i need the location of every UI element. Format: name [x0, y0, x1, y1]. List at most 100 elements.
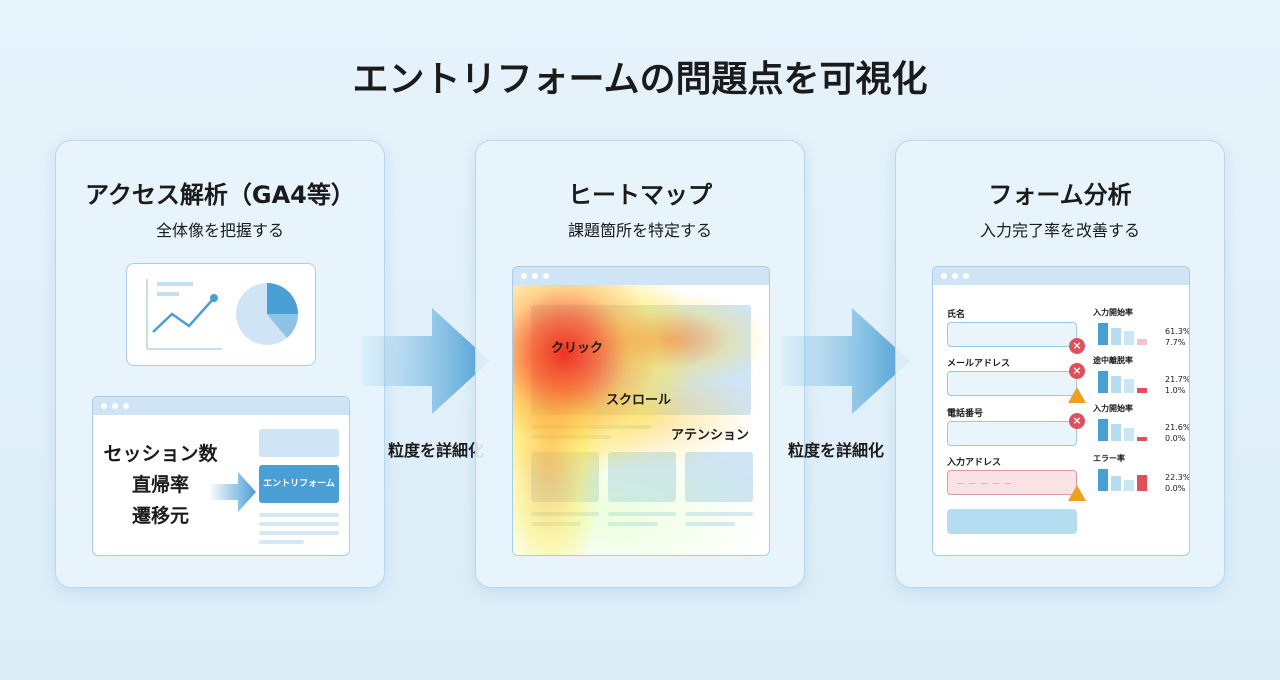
stat-value: 61.3%: [1165, 327, 1190, 336]
stat-value: 22.3%: [1165, 473, 1190, 482]
decoration: 21.7% 1.0%: [1165, 374, 1190, 396]
text-line: [259, 513, 339, 517]
panel-access-analysis: アクセス解析（GA4等） 全体像を把握する セッション数 直帰率 遷移元 エント…: [55, 140, 385, 588]
stat-value: 0.0%: [1165, 434, 1186, 443]
decoration: [521, 273, 527, 279]
line-chart-icon: [146, 279, 299, 350]
placeholder-block: [259, 429, 339, 457]
warning-icon: [1068, 387, 1086, 403]
field-label: メールアドレス: [947, 359, 1011, 369]
stat-mini-chart: [1098, 467, 1158, 491]
arrow-right-icon: [782, 308, 910, 414]
stat-bar: [1137, 388, 1147, 393]
decoration: [952, 273, 958, 279]
stat-bar: [1098, 371, 1108, 393]
heatmap-label-scroll: スクロール: [606, 393, 672, 408]
panel-form-analysis: フォーム分析 入力完了率を改善する 氏名 × メールアドレス × 電話番号 × …: [895, 140, 1225, 588]
decoration: [152, 297, 215, 333]
email-input[interactable]: [947, 371, 1077, 396]
decoration: 61.3% 7.7%: [1165, 326, 1190, 348]
arrow-right-icon: [362, 308, 490, 414]
decoration: [210, 294, 218, 302]
stat-bar: [1111, 376, 1121, 393]
page-title: エントリフォームの問題点を可視化: [352, 59, 928, 100]
decoration: [963, 273, 969, 279]
stat-bar: [1098, 469, 1108, 491]
stat-bar: [1111, 476, 1121, 491]
decoration: [782, 308, 910, 414]
metric-sessions: セッション数: [103, 443, 218, 465]
stat-bar: [1137, 339, 1147, 345]
metric-bounce-rate: 直帰率: [131, 474, 189, 496]
text-line: [259, 531, 339, 535]
stat-bar: [1111, 328, 1121, 345]
form-window: 氏名 × メールアドレス × 電話番号 × 入力アドレス － － － － － 入…: [932, 266, 1190, 556]
stat-label: 途中離脱率: [1093, 356, 1133, 365]
arrow-right-icon: [208, 472, 256, 512]
arrow-label: 粒度を詳細化: [788, 441, 885, 460]
decoration: [112, 403, 118, 409]
warning-icon: [1068, 485, 1086, 501]
decoration: [267, 314, 299, 338]
stat-bar: [1124, 331, 1134, 345]
stat-bar: [1137, 437, 1147, 441]
decoration: [208, 472, 256, 512]
entry-form-button: エントリフォーム: [259, 465, 339, 503]
stat-label: エラー率: [1093, 454, 1125, 463]
field-label: 入力アドレス: [947, 458, 1002, 468]
decoration: [941, 273, 947, 279]
decoration: 21.6% 0.0%: [1165, 422, 1190, 444]
text-line: [259, 522, 339, 526]
window-titlebar: [513, 267, 769, 285]
stat-value: 1.0%: [1165, 386, 1186, 395]
stat-bar: [1124, 428, 1134, 441]
stat-bar: [1111, 424, 1121, 441]
decoration: [532, 273, 538, 279]
panel-subtitle: 課題箇所を特定する: [567, 221, 712, 240]
stat-bar: [1137, 475, 1147, 491]
stat-mini-chart: [1098, 321, 1158, 345]
heatmap-overlay: [513, 285, 769, 555]
field-label: 電話番号: [947, 409, 984, 419]
panel-subtitle: 入力完了率を改善する: [979, 221, 1140, 240]
stat-bar: [1124, 379, 1134, 393]
window-titlebar: [933, 267, 1189, 285]
heatmap-label-attention: アテンション: [671, 428, 750, 443]
decoration: [101, 403, 107, 409]
panel-subtitle: 全体像を把握する: [155, 221, 284, 240]
arrow-label: 粒度を詳細化: [388, 441, 485, 460]
stat-value: 21.7%: [1165, 375, 1190, 384]
stat-bar: [1098, 323, 1108, 345]
decoration: [157, 292, 179, 296]
field-label: 氏名: [947, 310, 966, 320]
stat-mini-chart: [1098, 417, 1158, 441]
stat-value: 7.7%: [1165, 338, 1186, 347]
panel-heatmap: ヒートマップ 課題箇所を特定する クリック スクロール アテンション: [475, 140, 805, 588]
panel-heading: フォーム分析: [988, 181, 1132, 209]
stat-label: 入力開始率: [1093, 308, 1133, 317]
text-line: [259, 540, 304, 544]
stat-bar: [1098, 419, 1108, 441]
panel-heading: アクセス解析（GA4等）: [85, 181, 355, 209]
phone-input[interactable]: [947, 421, 1077, 446]
decoration: [362, 308, 490, 414]
stat-value: 21.6%: [1165, 423, 1190, 432]
decoration: [123, 403, 129, 409]
stat-mini-chart: [1098, 369, 1158, 393]
browser-window: セッション数 直帰率 遷移元 エントリフォーム: [92, 396, 350, 556]
heatmap-label-click: クリック: [551, 341, 604, 356]
stat-value: 0.0%: [1165, 484, 1186, 493]
decoration: セッション数 直帰率 遷移元: [103, 439, 218, 532]
submit-button[interactable]: [947, 509, 1077, 534]
error-icon: ×: [1069, 338, 1085, 354]
error-icon: ×: [1069, 413, 1085, 429]
name-input[interactable]: [947, 322, 1077, 347]
panel-heading: ヒートマップ: [568, 181, 712, 209]
metric-referrer: 遷移元: [131, 505, 189, 527]
error-icon: ×: [1069, 363, 1085, 379]
dashboard-card: [126, 263, 316, 366]
stat-label: 入力開始率: [1093, 404, 1133, 413]
window-titlebar: [93, 397, 349, 415]
decoration: [267, 283, 298, 314]
address-input-error[interactable]: － － － － －: [947, 470, 1077, 495]
